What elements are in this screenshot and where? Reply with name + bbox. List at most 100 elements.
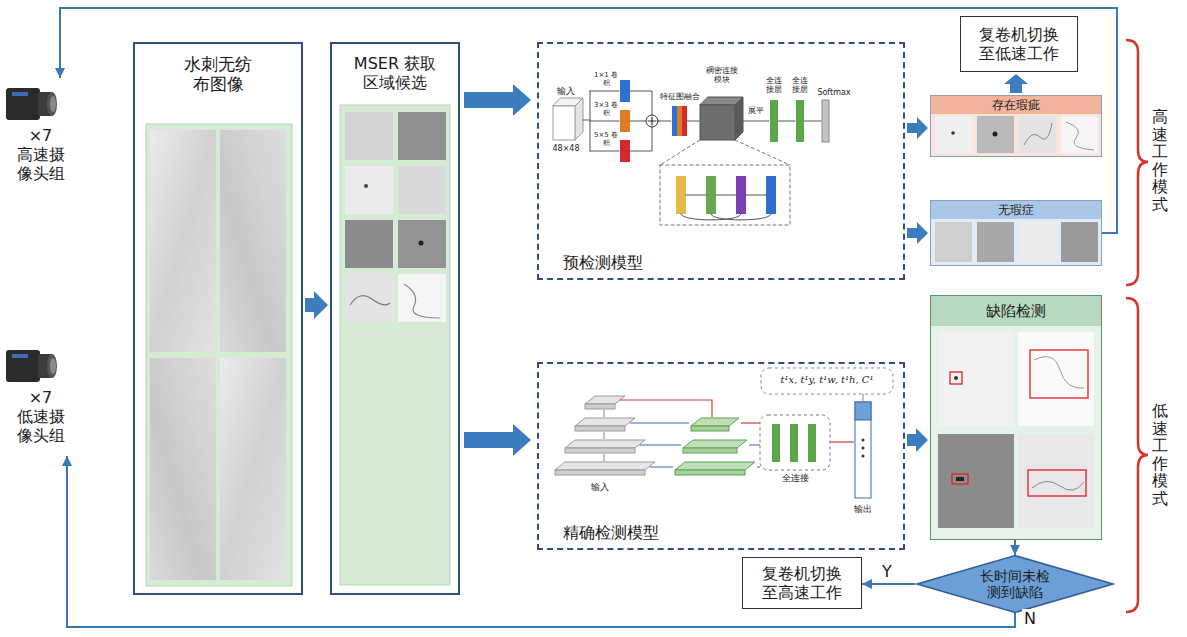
block-arrow <box>305 291 328 319</box>
network-sketch <box>741 422 760 423</box>
node-text: 缺陷检测 <box>986 296 1046 326</box>
network-sketch <box>620 400 712 417</box>
result-panel: 无瑕症 <box>930 200 1102 266</box>
camera-icon <box>50 358 56 374</box>
network-sketch <box>575 418 635 426</box>
candidate-panel: MSER 获取区域候选 <box>330 42 460 595</box>
layer-label: 3×3 卷积 <box>594 101 618 117</box>
fabric-image <box>146 124 292 586</box>
network-sketch <box>583 91 619 151</box>
layer-label: 全连接层 <box>765 76 783 94</box>
camera-icon <box>6 88 57 120</box>
region-thumbnail <box>398 220 446 268</box>
result-panel: 存在瑕疵 <box>930 95 1102 157</box>
output-formula: t¹x, t¹y, t¹w, t¹h, C¹ <box>761 374 893 386</box>
network-sketch <box>677 106 682 136</box>
network-sketch <box>796 100 804 142</box>
layer-label: Softmax <box>814 88 854 97</box>
network-sketch <box>687 121 699 122</box>
network-sketch <box>862 439 865 442</box>
node-text: ×7 <box>29 126 53 145</box>
network-sketch <box>675 462 755 470</box>
layer-label: 稠密连接模块 <box>704 66 740 84</box>
layer-label: 全连接 <box>778 473 812 483</box>
camera-icon <box>6 88 40 120</box>
network-sketch <box>822 100 829 142</box>
node-text: 复卷机切换至低速工作 <box>978 25 1060 63</box>
node-text: 无瑕症 <box>998 201 1034 219</box>
region-thumbnail <box>398 274 446 322</box>
mode-bracket <box>1126 298 1148 612</box>
node-text: ×7 <box>29 388 53 407</box>
flow-arrow <box>1014 540 1016 555</box>
network-sketch <box>553 106 575 140</box>
decision-diamond: 长时间未检测到缺陷 <box>915 555 1115 613</box>
node-text: 低速摄像头组 <box>16 407 66 445</box>
fabric-image <box>220 358 286 580</box>
layer-label: 5×5 卷积 <box>594 131 618 147</box>
network-sketch <box>691 426 729 431</box>
region-thumbnail <box>345 112 393 160</box>
network-sketch <box>743 121 821 122</box>
mode-bracket <box>1126 40 1148 612</box>
camera-icon <box>47 354 57 378</box>
block-arrow <box>907 117 928 139</box>
network-sketch <box>660 140 790 165</box>
node-text: 复卷机切换至高速工作 <box>761 564 843 602</box>
network-sketch <box>766 176 776 214</box>
camera-icon <box>12 92 28 96</box>
network-sketch <box>672 106 677 136</box>
network-sketch <box>808 424 816 462</box>
network-sketch <box>585 404 615 409</box>
node-text: 存在瑕疵 <box>992 96 1040 114</box>
node-text: 长时间未检测到缺陷 <box>979 568 1051 600</box>
edge-label: Y <box>880 562 894 581</box>
node-text: 高速摄像头组 <box>16 145 66 183</box>
block-arrow <box>464 84 531 116</box>
mode-bracket <box>1126 40 1148 285</box>
network-sketch <box>658 121 671 122</box>
network-sketch <box>761 368 893 394</box>
region-thumbnail <box>364 184 368 188</box>
fabric-image <box>150 130 216 352</box>
camera-icon <box>6 350 57 382</box>
mode-label: 低速工作模式 <box>1152 402 1168 508</box>
region-thumbnail <box>350 296 390 305</box>
flow-arrow <box>67 456 1015 627</box>
network-sketch <box>604 410 605 461</box>
layer-label: 输入 <box>554 86 578 96</box>
region-thumbnail <box>345 274 393 322</box>
layer-label: 展平 <box>747 106 765 115</box>
network-sketch <box>575 426 625 431</box>
camera-group: ×7高速摄像头组 <box>3 78 78 194</box>
network-sketch <box>620 110 630 132</box>
image-panel: 水刺无纺布图像 <box>133 42 303 595</box>
layer-label: 输出 <box>852 504 874 514</box>
network-sketch <box>565 448 635 453</box>
network-sketch <box>683 440 747 448</box>
layer-label: 1×1 卷积 <box>594 71 618 87</box>
block-arrow <box>907 428 928 452</box>
network-sketch <box>646 115 658 127</box>
network-sketch <box>700 105 735 140</box>
network-sketch <box>772 424 780 462</box>
network-sketch <box>575 98 583 140</box>
network-sketch <box>660 165 790 225</box>
network-sketch <box>620 140 630 162</box>
region-thumbnail <box>340 105 450 585</box>
node-text: MSER 获取区域候选 <box>352 54 438 92</box>
block-arrow <box>464 424 531 456</box>
network-sketch <box>686 195 766 196</box>
action-box: 复卷机切换至高速工作 <box>742 557 862 609</box>
network-sketch <box>749 445 760 467</box>
sample-thumbnail <box>931 113 1101 539</box>
layer-label: 全连接层 <box>791 76 809 94</box>
layer-label: 特征图融合 <box>657 92 703 101</box>
network-sketch <box>770 100 778 142</box>
region-thumbnail <box>404 284 440 318</box>
network-sketch <box>620 80 630 102</box>
network-sketch <box>555 462 655 470</box>
node-text: 水刺无纺布图像 <box>182 54 254 95</box>
network-sketch <box>648 117 656 125</box>
